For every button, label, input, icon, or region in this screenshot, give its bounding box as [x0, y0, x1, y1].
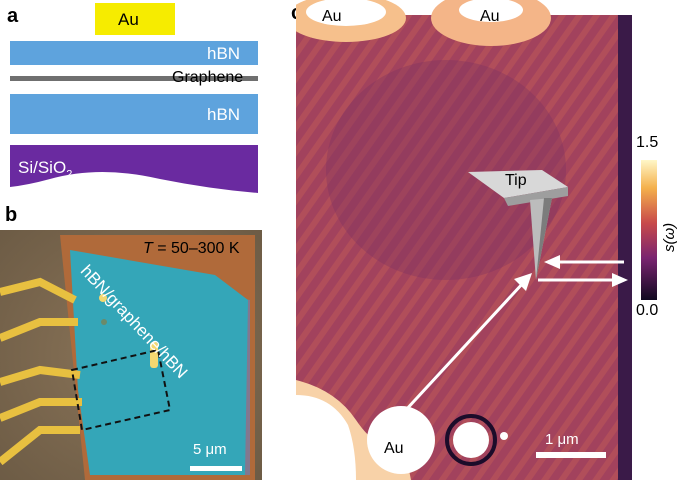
temperature-label: T = 50–300 K — [143, 240, 240, 257]
colorbar-axis-label: s(ω) — [661, 222, 678, 252]
au-contact-label: Au — [118, 10, 139, 29]
bottom-hbn-layer — [10, 94, 258, 134]
au-label-bottom: Au — [384, 440, 404, 457]
substrate-layer — [10, 145, 258, 193]
colorbar-min-label: 0.0 — [636, 302, 659, 319]
top-hbn-label: hBN — [207, 44, 241, 63]
panel-c-scale-bar-label: 1 μm — [545, 431, 579, 448]
top-hbn-layer — [10, 41, 258, 65]
panel-a-letter: a — [7, 5, 19, 27]
au-label-top-right: Au — [480, 8, 500, 25]
graphene-label: Graphene — [172, 69, 244, 86]
bottom-hbn-label: hBN — [207, 105, 241, 124]
au-contact-block — [95, 3, 175, 35]
substrate-label: Si/SiO2 — [18, 158, 73, 181]
optical-micrograph — [0, 230, 262, 480]
tip-label: Tip — [505, 172, 527, 189]
panel-b-letter: b — [5, 204, 18, 226]
colorbar — [641, 160, 657, 300]
near-field-image — [296, 0, 632, 480]
substrate-subscript: 2 — [66, 168, 73, 181]
colorbar-max-label: 1.5 — [636, 134, 659, 151]
graphene-layer — [10, 76, 258, 81]
panel-b-scale-bar-label: 5 μm — [193, 441, 227, 458]
au-label-top-left: Au — [322, 8, 342, 25]
